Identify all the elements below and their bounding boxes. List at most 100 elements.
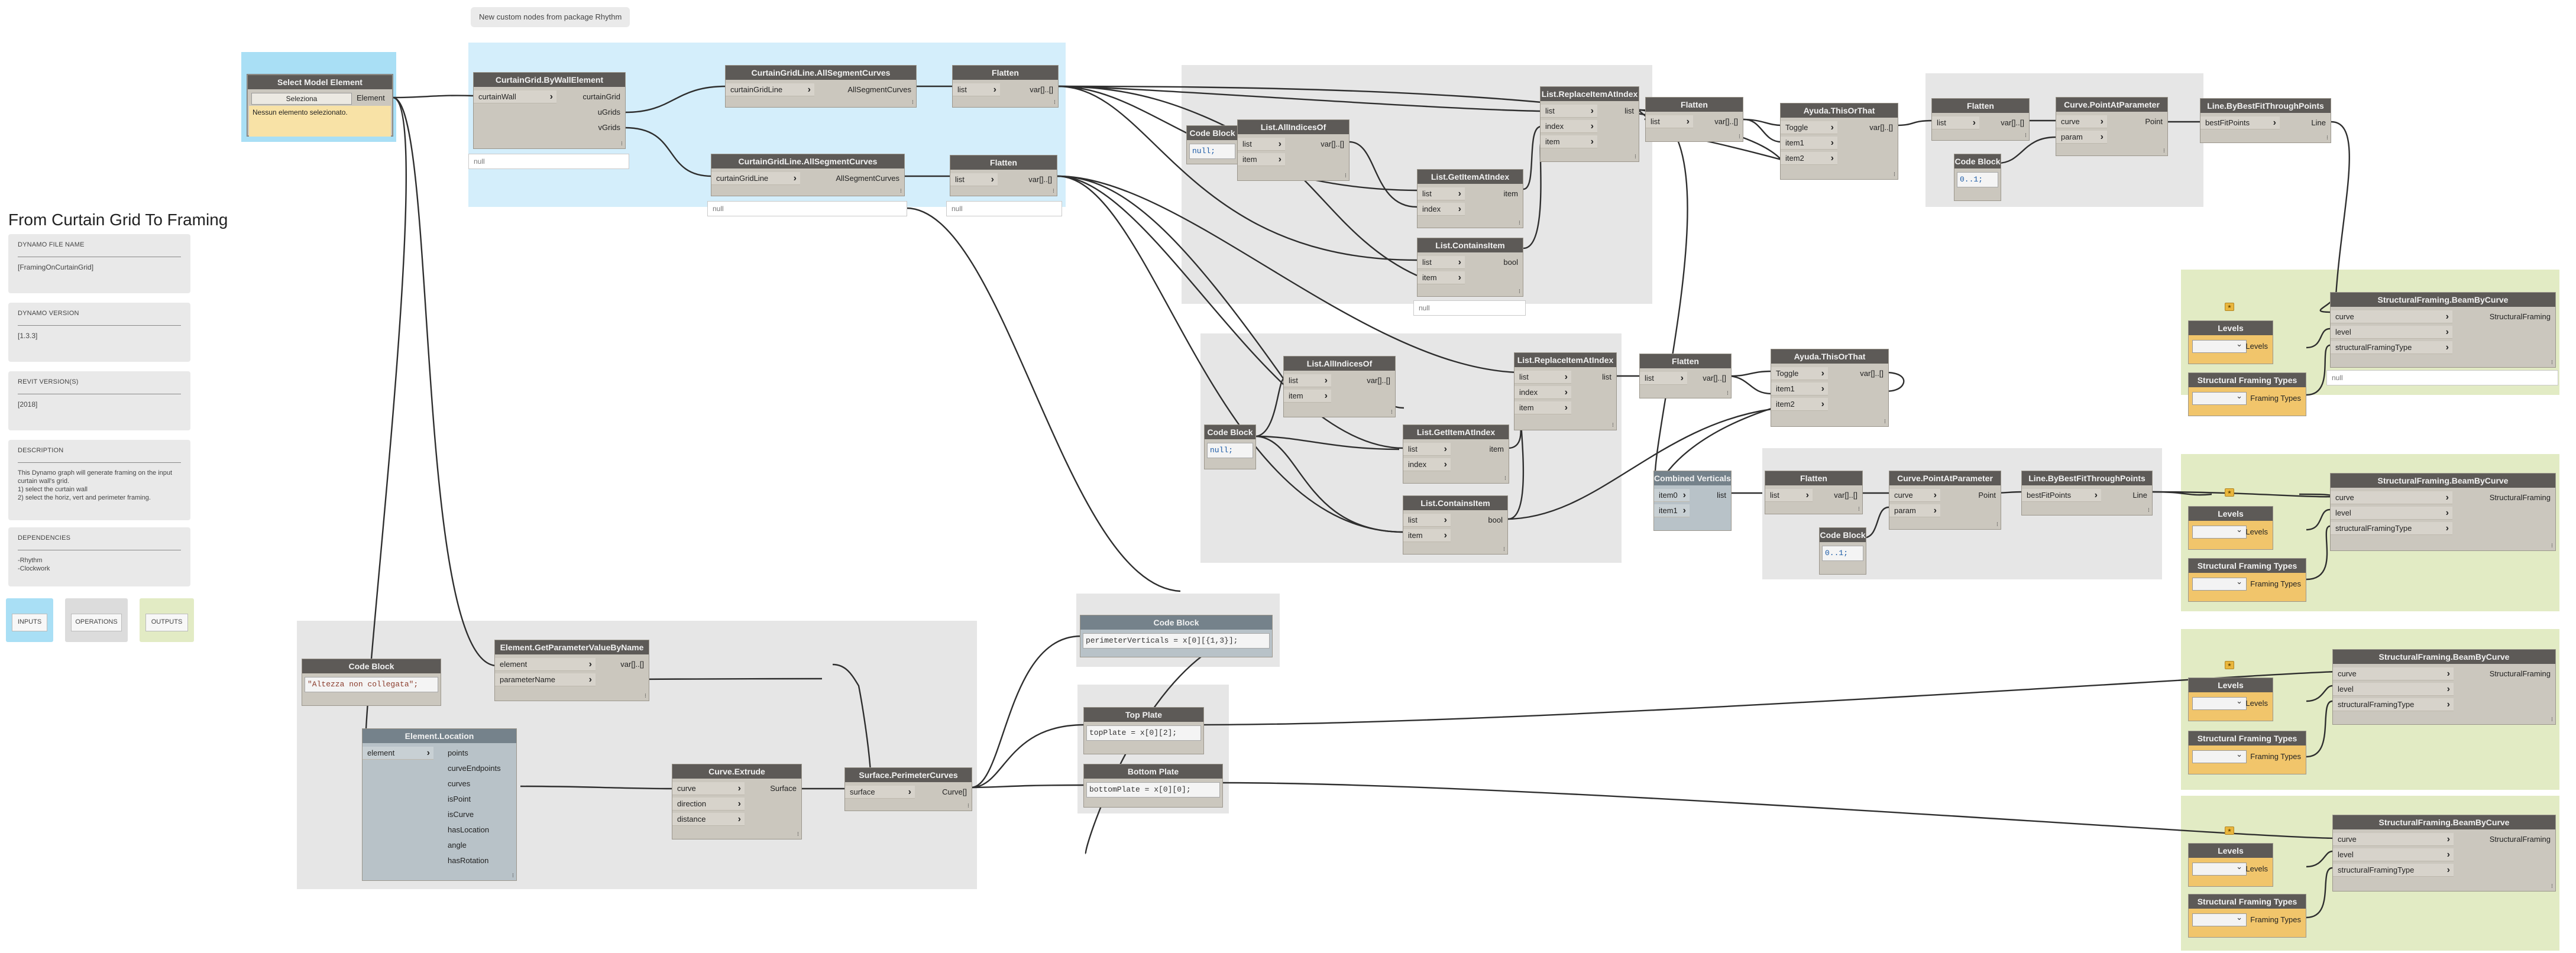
- port-out-line[interactable]: Line: [2308, 116, 2331, 129]
- port-in-list[interactable]: list: [1541, 105, 1597, 118]
- code-editor[interactable]: 0..1;: [1822, 546, 1863, 561]
- port-out-point[interactable]: Point: [2141, 115, 2167, 128]
- port-out-var[interactable]: var[]..[]: [1026, 83, 1058, 96]
- port-in-item[interactable]: item: [1238, 153, 1285, 166]
- port-out-structuralframing[interactable]: StructuralFraming: [2486, 491, 2555, 504]
- port-in-framingtype[interactable]: structuralFramingType: [2331, 341, 2452, 354]
- port-in-list[interactable]: list: [1284, 374, 1331, 387]
- node-ayuda-thisorthat-1[interactable]: Ayuda.ThisOrThat Toggle item1 item2 var[…: [1780, 103, 1898, 180]
- node-beambycurve-2[interactable]: StructuralFraming.BeamByCurve curve leve…: [2330, 473, 2556, 551]
- port-in-item1[interactable]: item1: [1654, 504, 1690, 517]
- port-in-element[interactable]: element: [495, 658, 596, 671]
- port-in-list[interactable]: list: [1765, 489, 1813, 502]
- port-in-item1[interactable]: item1: [1781, 137, 1837, 150]
- port-in-list[interactable]: list: [1403, 443, 1451, 456]
- port-out-bool[interactable]: bool: [1484, 514, 1507, 527]
- port-out-levels[interactable]: Levels: [2245, 699, 2268, 708]
- port-out-curves[interactable]: curves: [444, 777, 516, 790]
- port-out-var[interactable]: var[]..[]: [1699, 372, 1731, 385]
- port-out-haslocation[interactable]: hasLocation: [444, 824, 516, 837]
- node-combined-verticals[interactable]: Combined Verticals item0 item1 list: [1653, 471, 1732, 531]
- port-in-list[interactable]: list: [1418, 256, 1465, 269]
- port-in-curve[interactable]: curve: [672, 782, 745, 795]
- node-curtaingrid-bywallelement[interactable]: CurtainGrid.ByWallElement curtainWall cu…: [473, 72, 626, 149]
- code-editor[interactable]: perimeterVerticals = x[0][{1,3}];: [1083, 633, 1270, 649]
- port-in-curve[interactable]: curve: [2056, 115, 2107, 128]
- node-flatten-u[interactable]: Flatten list var[]..[] ⁝: [952, 65, 1059, 108]
- port-in-item[interactable]: item: [1541, 135, 1597, 148]
- node-flatten-v[interactable]: Flatten list var[]..[] ⁝: [950, 155, 1057, 196]
- port-out-item[interactable]: item: [1486, 443, 1509, 456]
- port-out-list[interactable]: list: [1621, 105, 1639, 118]
- port-out-framingtypes[interactable]: Framing Types: [2250, 394, 2301, 403]
- port-in-surface[interactable]: surface: [845, 786, 915, 799]
- port-out-var[interactable]: var[]..[]: [1025, 173, 1057, 186]
- port-in-bestfitpoints[interactable]: bestFitPoints: [2200, 116, 2280, 129]
- port-out-var[interactable]: var[]..[]: [1363, 374, 1395, 387]
- port-in-item0[interactable]: item0: [1654, 489, 1690, 502]
- port-in-item1[interactable]: item1: [1771, 383, 1828, 396]
- node-framing-types-3[interactable]: Structural Framing Types Framing Types: [2188, 731, 2306, 774]
- framing-types-dropdown[interactable]: [2192, 577, 2247, 591]
- node-beambycurve-1[interactable]: StructuralFraming.BeamByCurve curve leve…: [2330, 292, 2556, 368]
- port-out-allsegmentcurves[interactable]: AllSegmentCurves: [832, 172, 904, 185]
- port-out-var[interactable]: var[]..[]: [1317, 138, 1349, 151]
- port-in-index[interactable]: index: [1541, 120, 1597, 133]
- port-out-curveendpoints[interactable]: curveEndpoints: [444, 762, 516, 775]
- levels-dropdown[interactable]: [2192, 862, 2247, 876]
- port-in-list[interactable]: list: [1646, 115, 1693, 128]
- node-curve-extrude[interactable]: Curve.Extrude curve direction distance S…: [672, 764, 802, 839]
- framing-types-dropdown[interactable]: [2192, 391, 2247, 405]
- port-out-structuralframing[interactable]: StructuralFraming: [2486, 833, 2555, 846]
- node-linebestfit-2[interactable]: Line.ByBestFitThroughPoints bestFitPoint…: [2021, 471, 2153, 516]
- levels-dropdown[interactable]: [2192, 696, 2247, 710]
- node-allindicesof-1[interactable]: List.AllIndicesOf list item var[]..[] ⁝: [1237, 119, 1350, 181]
- port-in-param[interactable]: param: [2056, 131, 2107, 144]
- code-editor[interactable]: bottomPlate = x[0][0];: [1086, 782, 1220, 798]
- node-codeblock-parameter[interactable]: Code Block "Altezza non collegata";: [302, 659, 441, 706]
- port-in-list[interactable]: list: [1932, 116, 1979, 129]
- port-in-parametername[interactable]: parameterName: [495, 673, 596, 686]
- code-editor[interactable]: "Altezza non collegata";: [305, 677, 438, 692]
- port-in-item[interactable]: item: [1284, 390, 1331, 403]
- port-out-var[interactable]: var[]..[]: [1711, 115, 1743, 128]
- port-in-item[interactable]: item: [1514, 401, 1571, 414]
- node-containsitem-2[interactable]: List.ContainsItem list item bool ⁝: [1403, 495, 1508, 555]
- port-in-level[interactable]: level: [2331, 507, 2452, 520]
- port-out-vgrids[interactable]: vGrids: [594, 121, 625, 134]
- port-out-var[interactable]: var[]..[]: [1997, 116, 2029, 129]
- port-out-var[interactable]: var[]..[]: [1856, 367, 1888, 380]
- port-out-levels[interactable]: Levels: [2245, 864, 2268, 873]
- node-replaceitematindex-2[interactable]: List.ReplaceItemAtIndex list index item …: [1514, 352, 1617, 430]
- node-top-plate[interactable]: Top Plate topPlate = x[0][2];: [1083, 707, 1204, 754]
- port-out-item[interactable]: item: [1500, 187, 1523, 200]
- node-surface-perimetercurves[interactable]: Surface.PerimeterCurves surface Curve[] …: [844, 767, 972, 811]
- port-in-curve[interactable]: curve: [2333, 833, 2454, 846]
- port-in-bestfitpoints[interactable]: bestFitPoints: [2022, 489, 2101, 502]
- port-out-var[interactable]: var[]..[]: [1830, 489, 1862, 502]
- node-segmentcurves-v[interactable]: CurtainGridLine.AllSegmentCurves curtain…: [711, 154, 905, 196]
- port-out-points[interactable]: points: [444, 747, 516, 760]
- port-in-framingtype[interactable]: structuralFramingType: [2331, 522, 2452, 535]
- port-in-curtaingridline[interactable]: curtainGridLine: [726, 83, 814, 96]
- port-in-index[interactable]: index: [1418, 203, 1465, 216]
- port-out-levels[interactable]: Levels: [2245, 527, 2268, 536]
- port-in-framingtype[interactable]: structuralFramingType: [2333, 698, 2454, 711]
- node-codeblock-perimeter[interactable]: Code Block perimeterVerticals = x[0][{1,…: [1080, 615, 1273, 657]
- port-in-param[interactable]: param: [1889, 504, 1940, 517]
- node-codeblock-range-2[interactable]: Code Block 0..1;: [1819, 527, 1866, 575]
- port-out-list[interactable]: list: [1598, 371, 1616, 384]
- code-editor[interactable]: topPlate = x[0][2];: [1086, 725, 1201, 741]
- port-in-direction[interactable]: direction: [672, 798, 745, 811]
- port-in-element[interactable]: element: [363, 747, 433, 760]
- port-in-item[interactable]: item: [1418, 271, 1465, 284]
- node-codeblock-null-1[interactable]: Code Block null;: [1186, 125, 1238, 164]
- node-flatten-3[interactable]: Flatten list var[]..[] ⁝: [1931, 98, 2030, 141]
- node-replaceitematindex-1[interactable]: List.ReplaceItemAtIndex list index item …: [1540, 86, 1639, 162]
- node-getparametervaluebyname[interactable]: Element.GetParameterValueByName element …: [494, 640, 649, 701]
- port-out-structuralframing[interactable]: StructuralFraming: [2486, 310, 2555, 323]
- port-in-curve[interactable]: curve: [2331, 310, 2452, 323]
- code-editor[interactable]: null;: [1207, 443, 1253, 458]
- port-out-ugrids[interactable]: uGrids: [594, 106, 625, 119]
- node-getitematindex-1[interactable]: List.GetItemAtIndex list index item ⁝: [1417, 169, 1523, 228]
